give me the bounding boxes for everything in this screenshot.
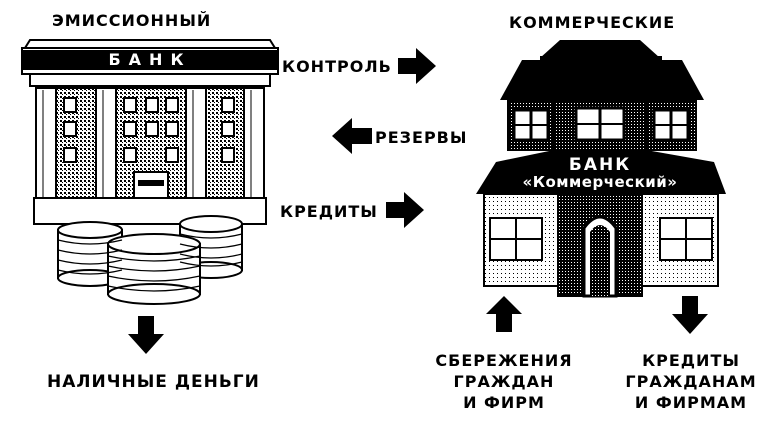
commercial-heading: КОММЕРЧЕСКИЕ (509, 13, 676, 32)
control-label: КОНТРОЛЬ (282, 57, 392, 76)
savings-line-2: ГРАЖДАН (453, 372, 555, 391)
savings-up-arrow-icon (486, 296, 522, 332)
control-arrow-icon (398, 48, 436, 84)
reserves-label: РЕЗЕРВЫ (375, 128, 468, 147)
credits-line-1: КРЕДИТЫ (642, 351, 740, 370)
commercial-bank-sign-line1: БАНК (568, 155, 632, 175)
emission-heading: ЭМИССИОННЫЙ (52, 11, 212, 30)
savings-line-1: СБЕРЕЖЕНИЯ (435, 351, 573, 370)
commercial-bank-sign-line2: «Коммерческий» (522, 173, 678, 191)
credits-line-3: И ФИРМАМ (634, 393, 748, 412)
commercial-bank-building (476, 40, 726, 298)
credits-arrow-icon (386, 192, 424, 228)
emission-bank-sign: БАНК (108, 50, 192, 69)
savings-label: СБЕРЕЖЕНИЯ ГРАЖДАН И ФИРМ (424, 350, 584, 413)
reserves-arrow-icon (332, 118, 372, 154)
savings-line-3: И ФИРМ (463, 393, 545, 412)
credits-line-2: ГРАЖДАНАМ (625, 372, 757, 391)
credits-label: КРЕДИТЫ (280, 202, 378, 221)
credits-down-arrow-icon (672, 296, 708, 334)
cash-down-arrow-icon (128, 316, 164, 354)
credits-to-clients-label: КРЕДИТЫ ГРАЖДАНАМ И ФИРМАМ (616, 350, 766, 413)
coin-stacks (57, 215, 243, 305)
cash-output-label: НАЛИЧНЫЕ ДЕНЬГИ (47, 372, 260, 392)
